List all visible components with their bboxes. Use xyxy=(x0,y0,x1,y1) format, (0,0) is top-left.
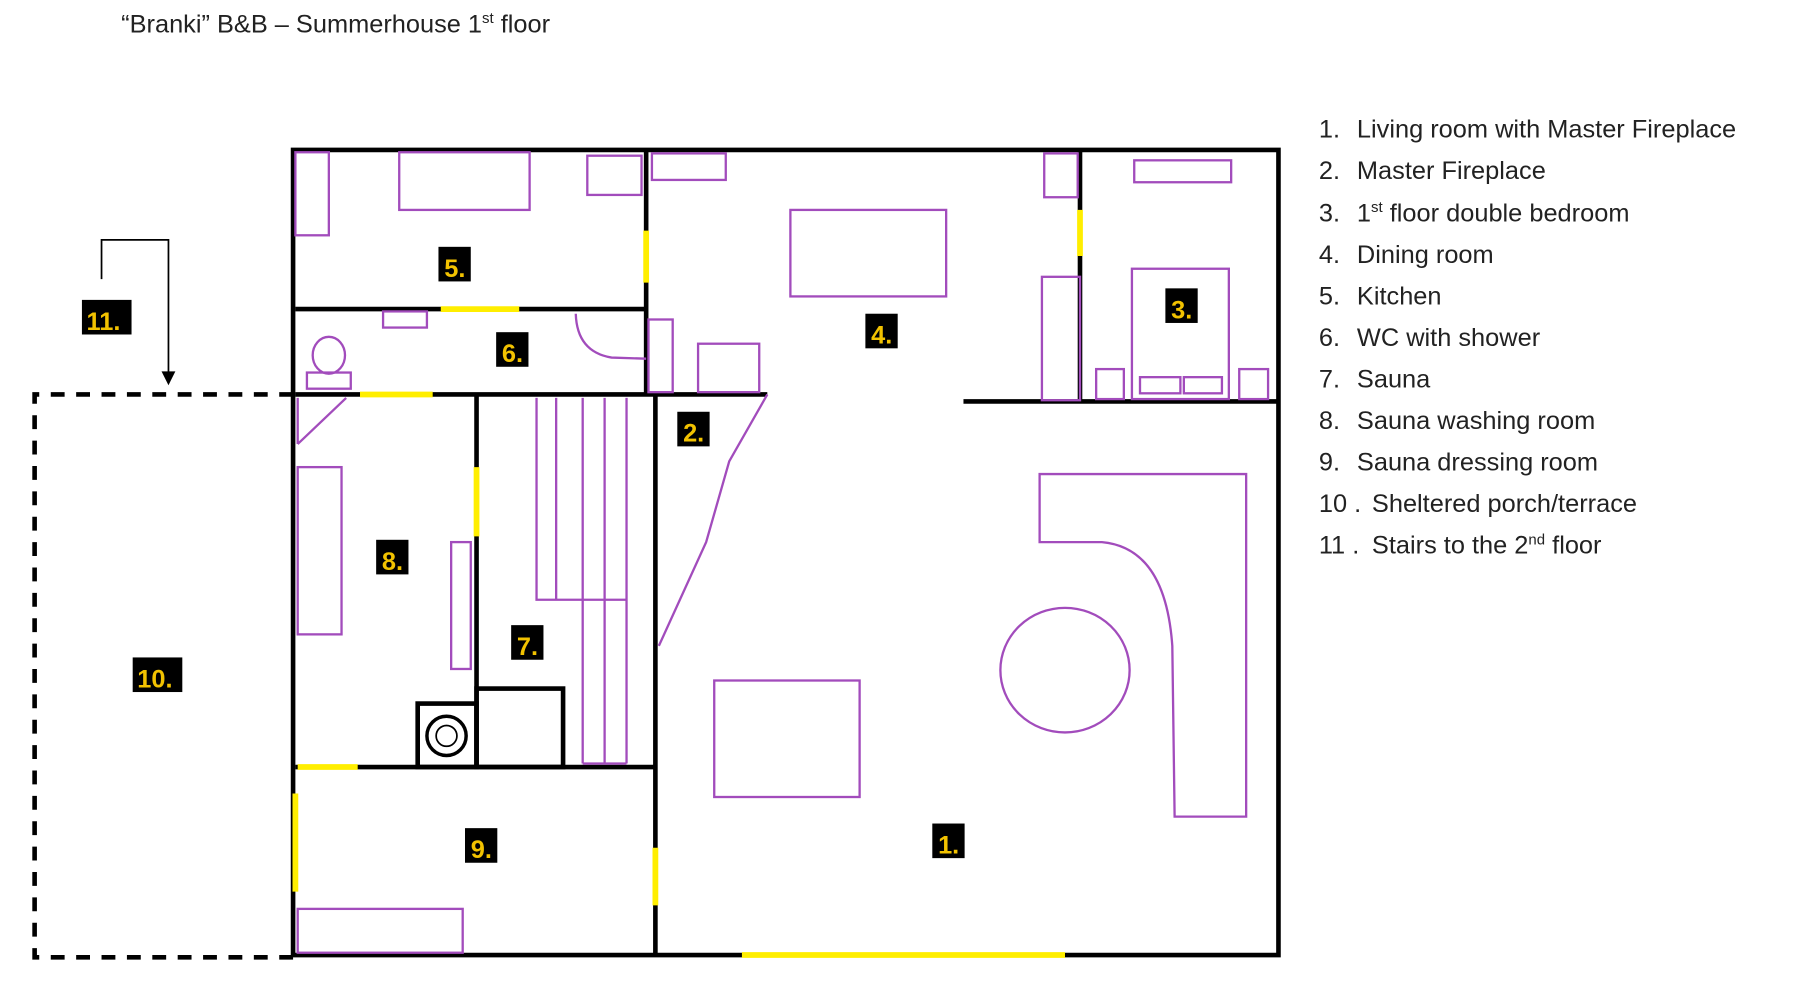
svg-text:2.: 2. xyxy=(683,420,704,448)
svg-text:1st floor double bedroom: 1st floor double bedroom xyxy=(1357,199,1630,227)
svg-text:2.: 2. xyxy=(1319,157,1340,185)
svg-text:Sauna washing room: Sauna washing room xyxy=(1357,407,1595,435)
svg-text:Sheltered porch/terrace: Sheltered porch/terrace xyxy=(1372,490,1637,518)
room-label-2: 2. xyxy=(677,411,710,448)
svg-text:11.: 11. xyxy=(87,308,121,336)
legend-item: 4. Dining room xyxy=(1319,241,1494,269)
svg-text:7.: 7. xyxy=(1319,366,1340,394)
room-label-1: 1. xyxy=(932,823,965,860)
svg-text:5.: 5. xyxy=(444,255,465,283)
svg-text:9.: 9. xyxy=(1319,449,1340,477)
svg-text:3.: 3. xyxy=(1171,296,1192,324)
legend: 1. Living room with Master Fireplace 2. Ma… xyxy=(1319,115,1736,559)
legend-item: 2. Master Fireplace xyxy=(1319,157,1546,185)
room-label-11: 11. xyxy=(81,299,132,336)
legend-item: 10 . Sheltered porch/terrace xyxy=(1319,490,1637,518)
svg-text:6.: 6. xyxy=(1319,324,1340,352)
svg-text:Master Fireplace: Master Fireplace xyxy=(1357,157,1546,185)
legend-item: 11 . Stairs to the 2nd floor xyxy=(1319,531,1602,559)
svg-text:8.: 8. xyxy=(382,548,403,576)
svg-text:Dining room: Dining room xyxy=(1357,241,1494,269)
legend-item: 9. Sauna dressing room xyxy=(1319,449,1598,477)
svg-text:10.: 10. xyxy=(137,665,172,693)
room-label-6: 6. xyxy=(496,332,529,368)
svg-text:1.: 1. xyxy=(938,832,959,860)
svg-text:4.: 4. xyxy=(871,322,892,350)
page-title: “Branki” B&B – Summerhouse 1st floor xyxy=(121,10,550,38)
room-label-8: 8. xyxy=(376,539,409,576)
room-label-10: 10. xyxy=(132,657,183,693)
svg-text:8.: 8. xyxy=(1319,407,1340,435)
svg-text:4.: 4. xyxy=(1319,241,1340,269)
legend-item: 1. Living room with Master Fireplace xyxy=(1319,115,1736,143)
room-label-9: 9. xyxy=(465,828,498,864)
room-label-3: 3. xyxy=(1165,288,1198,324)
room-label-4: 4. xyxy=(865,313,898,350)
svg-text:Sauna: Sauna xyxy=(1357,366,1431,394)
svg-text:11 .: 11 . xyxy=(1319,532,1359,560)
svg-text:10 .: 10 . xyxy=(1319,490,1361,518)
doors xyxy=(292,209,1083,958)
legend-item: 8. Sauna washing room xyxy=(1319,407,1595,435)
legend-item: 7. Sauna xyxy=(1319,366,1431,394)
svg-text:7.: 7. xyxy=(517,633,538,661)
svg-text:Living room with Master Firepl: Living room with Master Fireplace xyxy=(1357,115,1736,143)
svg-text:6.: 6. xyxy=(502,340,523,368)
room-label-7: 7. xyxy=(511,625,544,661)
room-label-5: 5. xyxy=(438,246,471,283)
svg-text:1.: 1. xyxy=(1319,115,1340,143)
legend-item: 6. WC with shower xyxy=(1319,324,1541,352)
svg-text:Stairs to the 2nd floor: Stairs to the 2nd floor xyxy=(1372,531,1602,559)
svg-text:5.: 5. xyxy=(1319,283,1340,311)
svg-text:3.: 3. xyxy=(1319,199,1340,227)
furniture xyxy=(294,151,1270,954)
legend-item: 5. Kitchen xyxy=(1319,283,1442,311)
porch-outline xyxy=(32,392,294,960)
svg-text:Kitchen: Kitchen xyxy=(1357,283,1442,311)
svg-text:Sauna dressing room: Sauna dressing room xyxy=(1357,449,1598,477)
stairs-arrow-icon xyxy=(100,239,176,386)
svg-text:WC with shower: WC with shower xyxy=(1357,324,1541,352)
legend-item: 3. 1st floor double bedroom xyxy=(1319,199,1630,227)
svg-text:9.: 9. xyxy=(471,836,492,864)
